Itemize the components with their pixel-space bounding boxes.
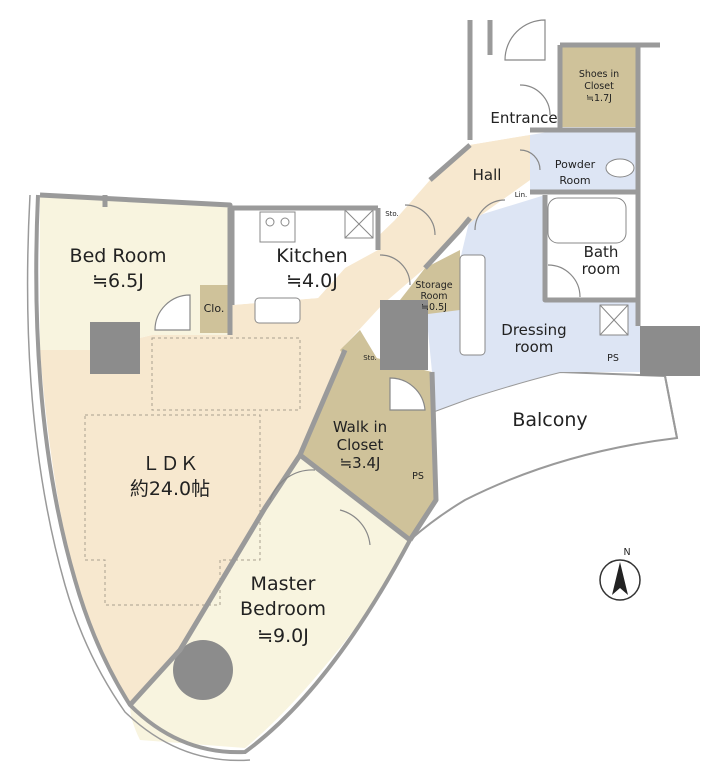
- powder-name-1: Powder: [555, 158, 596, 171]
- shoes-size: ≒1.7J: [586, 93, 612, 104]
- clo-area: [200, 285, 228, 333]
- toilet: [605, 158, 635, 178]
- entrance-label: Entrance: [490, 109, 557, 127]
- hall-area: [425, 135, 530, 230]
- storage-size: ≒0.5J: [421, 302, 447, 313]
- compass-label: N: [623, 547, 630, 558]
- round-column: [173, 640, 233, 700]
- outer-wall: [34, 194, 412, 755]
- walk-in-name-2: Closet: [337, 436, 384, 454]
- shoes-name-2: Closet: [584, 81, 614, 92]
- bath-name-2: room: [582, 260, 621, 278]
- walk-in-size: ≒3.4J: [340, 454, 381, 472]
- bed-room-size: ≒6.5J: [92, 270, 144, 292]
- sto-small-area: [340, 330, 378, 378]
- bathtub: [547, 197, 627, 244]
- powder-name-2: Room: [559, 174, 590, 187]
- shoes-closet-area: [560, 45, 638, 127]
- doors: [154, 19, 581, 546]
- dressing-name-2: room: [515, 338, 554, 356]
- bath-name-1: Bath: [584, 243, 619, 261]
- clo-label: Clo.: [204, 302, 225, 315]
- lin-label: Lin.: [515, 191, 528, 199]
- balcony-label: Balcony: [512, 409, 587, 431]
- ps-label-2: PS: [412, 471, 424, 482]
- column: [380, 300, 428, 370]
- column: [90, 322, 140, 374]
- kitchen-size: ≒4.0J: [286, 270, 338, 292]
- ldk-area: [40, 135, 530, 705]
- sofa-outline: [84, 414, 261, 606]
- storage-room-area: [400, 250, 460, 315]
- ldk-size: 約24.0帖: [130, 478, 210, 500]
- walls: [39, 20, 660, 707]
- kitchen-name: Kitchen: [276, 245, 347, 267]
- dressing-shelf: [459, 254, 486, 356]
- compass-icon: N: [599, 547, 641, 601]
- sto-label-2: Sto.: [363, 354, 377, 362]
- ps-label-1: PS: [607, 353, 619, 364]
- column: [640, 326, 700, 376]
- dressing-name-1: Dressing: [501, 321, 566, 339]
- kitchen-counter: [259, 211, 296, 243]
- entrance-area: [490, 55, 560, 140]
- walk-in-name-1: Walk in: [333, 418, 387, 436]
- bed-room-name: Bed Room: [70, 245, 167, 267]
- storage-name-2: Room: [420, 291, 447, 302]
- balcony-area: [409, 370, 679, 541]
- shoes-name-1: Shoes in: [579, 69, 619, 80]
- ldk-name: ＬＤＫ: [141, 453, 198, 475]
- dining-table-outline: [151, 337, 301, 411]
- master-name-1: Master: [251, 573, 316, 595]
- sto-label-1: Sto.: [385, 210, 399, 218]
- storage-name-1: Storage: [415, 280, 452, 291]
- master-size: ≒9.0J: [257, 625, 309, 647]
- master-name-2: Bedroom: [240, 598, 326, 620]
- dressing-room-area: [425, 195, 640, 412]
- kitchen-sink: [254, 297, 301, 324]
- hall-label: Hall: [473, 166, 502, 184]
